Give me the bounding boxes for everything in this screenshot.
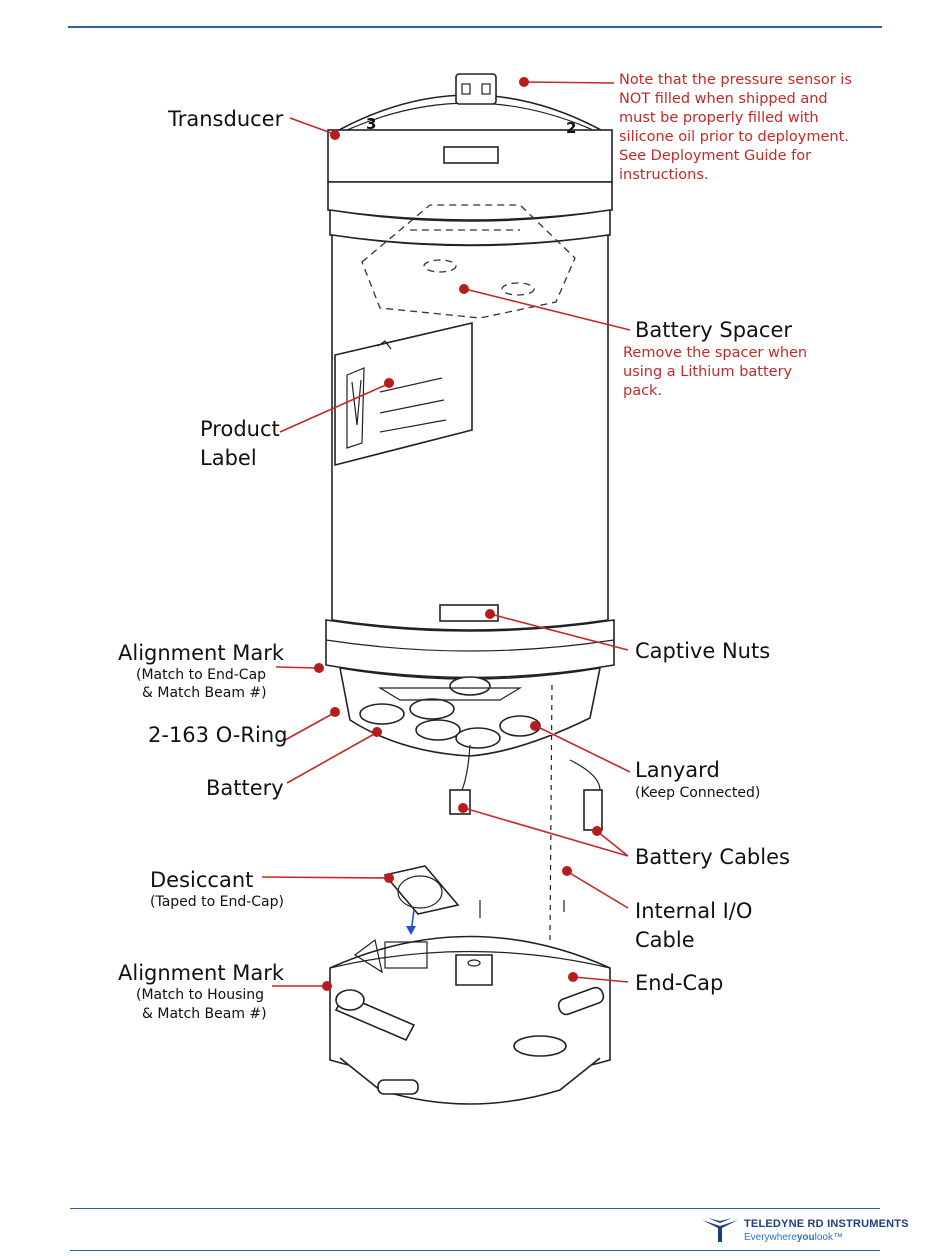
tagline-tm: ™ <box>832 1232 843 1243</box>
label-internal-io-line-1: Internal I/O <box>635 899 752 923</box>
label-battery-cables: Battery Cables <box>635 845 790 869</box>
spacer-note-line-3: pack. <box>623 383 662 399</box>
spacer-note-line-2: using a Lithium battery <box>623 364 793 380</box>
teledyne-logo-icon <box>702 1218 738 1242</box>
footer-tagline: Everywhereyoulook™ <box>744 1232 843 1243</box>
label-product-label-line-1: Product <box>200 417 280 441</box>
desiccant-sub: (Taped to End-Cap) <box>150 894 284 910</box>
alignment-mark-top-sub-1: (Match to End-Cap <box>136 667 266 683</box>
label-battery-spacer: Battery Spacer <box>635 318 792 342</box>
desiccant-pack <box>383 865 460 935</box>
alignment-mark-top-sub-2: & Match Beam #) <box>142 685 267 701</box>
label-captive-nuts: Captive Nuts <box>635 639 770 663</box>
beam-2-number: 2 <box>566 119 576 137</box>
tagline-part-c: look <box>814 1232 833 1243</box>
end-cap-assembly <box>329 900 611 1105</box>
label-transducer: Transducer <box>167 107 284 131</box>
lanyard-sub: (Keep Connected) <box>635 785 760 801</box>
battery-spacer-outline <box>361 204 576 319</box>
label-battery: Battery <box>206 776 284 800</box>
pressure-sensor-note: Note that the pressure sensor is NOT fil… <box>619 72 852 183</box>
tagline-part-a: Everywhere <box>744 1232 797 1243</box>
beam-3-number: 3 <box>366 115 376 133</box>
footer-rule-bottom <box>70 1250 880 1251</box>
footer-rule-top <box>70 1208 880 1209</box>
note-line-3: must be properly filled with <box>619 110 819 126</box>
note-line-1: Note that the pressure sensor is <box>619 72 852 88</box>
note-line-4: silicone oil prior to deployment. <box>619 129 849 145</box>
housing-cylinder <box>325 181 615 679</box>
alignment-mark-bottom-sub-2: & Match Beam #) <box>142 1006 267 1022</box>
label-lanyard: Lanyard <box>635 758 720 782</box>
label-alignment-mark-bottom: Alignment Mark <box>118 961 285 985</box>
transducer-head: 3 2 <box>327 73 613 183</box>
footer-brand: TELEDYNE RD INSTRUMENTS <box>744 1218 909 1230</box>
label-alignment-mark-top: Alignment Mark <box>118 641 285 665</box>
product-label-sticker <box>334 321 473 467</box>
tagline-part-b: you <box>796 1232 815 1243</box>
label-o-ring: 2-163 O-Ring <box>148 723 287 747</box>
label-end-cap: End-Cap <box>635 971 723 995</box>
note-line-6: instructions. <box>619 167 709 183</box>
label-product-label-line-2: Label <box>200 446 257 470</box>
spacer-note-line-1: Remove the spacer when <box>623 345 807 361</box>
label-desiccant: Desiccant <box>150 868 253 892</box>
note-line-5: See Deployment Guide for <box>619 148 811 164</box>
note-line-2: NOT filled when shipped and <box>619 91 828 107</box>
battery-pack <box>338 667 602 757</box>
io-coil-cable <box>547 679 555 941</box>
header-rule <box>68 26 882 28</box>
label-internal-io-line-2: Cable <box>635 928 695 952</box>
leader-lines <box>261 77 631 991</box>
alignment-mark-bottom-sub-1: (Match to Housing <box>136 987 264 1003</box>
